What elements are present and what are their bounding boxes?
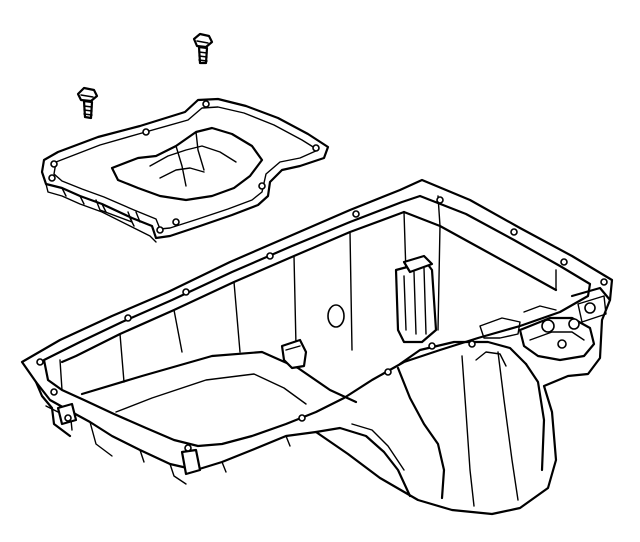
bolt-lower xyxy=(76,86,99,120)
gasket xyxy=(40,97,330,243)
oil-pan xyxy=(20,178,614,516)
bolt-upper xyxy=(192,32,214,65)
